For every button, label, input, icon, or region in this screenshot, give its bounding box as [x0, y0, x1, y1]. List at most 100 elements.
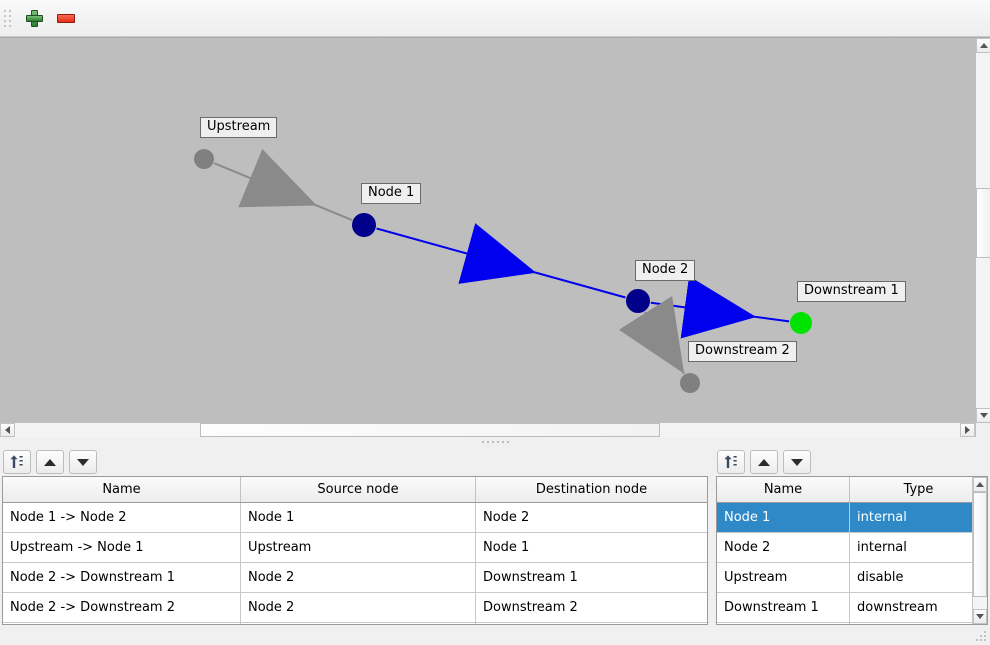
column-header[interactable]: Name: [717, 477, 850, 503]
graph-edges-layer: [213, 148, 790, 375]
graph-vertical-scrollbar[interactable]: [975, 38, 990, 423]
connections-toolbar: [0, 446, 710, 476]
column-header[interactable]: Destination node: [475, 477, 707, 503]
chevron-left-icon: [5, 426, 10, 434]
table-cell[interactable]: Node 1 -> Node 2: [3, 502, 241, 533]
table-cell[interactable]: Node 2 -> Downstream 2: [3, 592, 241, 623]
nodes-move-up-button[interactable]: [750, 450, 778, 474]
scroll-right-button[interactable]: [960, 423, 975, 437]
graph-node-label-node1[interactable]: Node 1: [361, 183, 422, 204]
column-header[interactable]: Name: [3, 477, 241, 503]
table-cell[interactable]: downstream: [849, 592, 987, 623]
table-cell[interactable]: Node 2: [475, 502, 707, 533]
table-cell-empty[interactable]: [240, 622, 476, 624]
connections-move-down-button[interactable]: [69, 450, 97, 474]
sort-ascending-icon: [10, 455, 23, 468]
resize-grip-icon[interactable]: [976, 631, 988, 643]
table-cell[interactable]: Node 1: [475, 532, 707, 563]
graph-canvas[interactable]: [0, 38, 975, 423]
table-cell[interactable]: Node 2 -> Downstream 1: [3, 562, 241, 593]
connections-sort-button[interactable]: [3, 450, 31, 474]
nodes-sort-button[interactable]: [717, 450, 745, 474]
table-cell-empty[interactable]: [3, 622, 241, 624]
graph-node-node1[interactable]: [352, 213, 376, 237]
scroll-down-button[interactable]: [976, 408, 990, 423]
graph-node-upstream[interactable]: [194, 149, 214, 169]
graph-node-label-node2[interactable]: Node 2: [635, 260, 696, 281]
graph-svg: [194, 148, 812, 393]
graph-vertical-scrollbar-thumb[interactable]: [976, 188, 990, 258]
scroll-left-button[interactable]: [0, 423, 15, 437]
table-cell[interactable]: internal: [849, 532, 987, 563]
triangle-up-icon: [44, 458, 56, 466]
nodes-table-scrollbar-thumb[interactable]: [973, 492, 987, 597]
table-cell[interactable]: Downstream 1: [475, 562, 707, 593]
table-cell[interactable]: Upstream: [717, 562, 850, 593]
right-statusbar: [714, 625, 990, 645]
graph-nodes-layer: [194, 149, 812, 393]
graph-node-downstream1[interactable]: [790, 312, 812, 334]
plus-icon: [25, 9, 43, 27]
table-cell[interactable]: Node 1: [717, 502, 850, 533]
graph-horizontal-scrollbar-thumb[interactable]: [200, 423, 660, 437]
nodes-toolbar: [714, 446, 990, 476]
nodes-move-down-button[interactable]: [783, 450, 811, 474]
main-toolbar: [0, 0, 990, 37]
table-cell[interactable]: disable: [849, 562, 987, 593]
vertical-splitter[interactable]: [710, 446, 714, 645]
remove-button[interactable]: [50, 4, 82, 32]
column-header[interactable]: Source node: [240, 477, 476, 503]
minus-icon: [57, 13, 75, 23]
scroll-up-button[interactable]: [973, 477, 987, 492]
table-cell[interactable]: Upstream -> Node 1: [3, 532, 241, 563]
table-cell-empty[interactable]: [475, 622, 707, 624]
splitter-grip-icon: [481, 440, 509, 443]
graph-node-label-downstream1[interactable]: Downstream 1: [797, 281, 906, 302]
scroll-down-button[interactable]: [973, 609, 987, 624]
column-header[interactable]: Type: [849, 477, 987, 503]
graph-node-label-downstream2[interactable]: Downstream 2: [688, 341, 797, 362]
table-cell[interactable]: Node 2: [717, 532, 850, 563]
table-cell[interactable]: Node 2: [240, 562, 476, 593]
toolbar-drag-handle[interactable]: [4, 7, 11, 29]
table-row-empty[interactable]: [717, 622, 987, 624]
table-cell-empty[interactable]: [849, 622, 987, 624]
connections-move-up-button[interactable]: [36, 450, 64, 474]
chevron-right-icon: [965, 426, 970, 434]
scroll-up-button[interactable]: [976, 38, 990, 53]
table-cell-empty[interactable]: [717, 622, 850, 624]
chevron-down-icon: [976, 614, 984, 619]
table-cell[interactable]: Node 2: [240, 592, 476, 623]
add-button[interactable]: [18, 4, 50, 32]
chevron-up-icon: [976, 482, 984, 487]
graph-horizontal-scrollbar[interactable]: [0, 422, 975, 437]
graph-node-node2[interactable]: [626, 289, 650, 313]
nodes-table-scrollbar[interactable]: [972, 477, 987, 624]
table-cell[interactable]: internal: [849, 502, 987, 533]
table-cell[interactable]: Downstream 2: [475, 592, 707, 623]
table-row-empty[interactable]: [3, 622, 707, 624]
graph-node-label-upstream[interactable]: Upstream: [200, 117, 278, 138]
table-cell[interactable]: Downstream 1: [717, 592, 850, 623]
horizontal-splitter[interactable]: [0, 437, 990, 446]
graph-node-downstream2[interactable]: [680, 373, 700, 393]
table-cell[interactable]: Node 1: [240, 502, 476, 533]
table-cell[interactable]: Upstream: [240, 532, 476, 563]
